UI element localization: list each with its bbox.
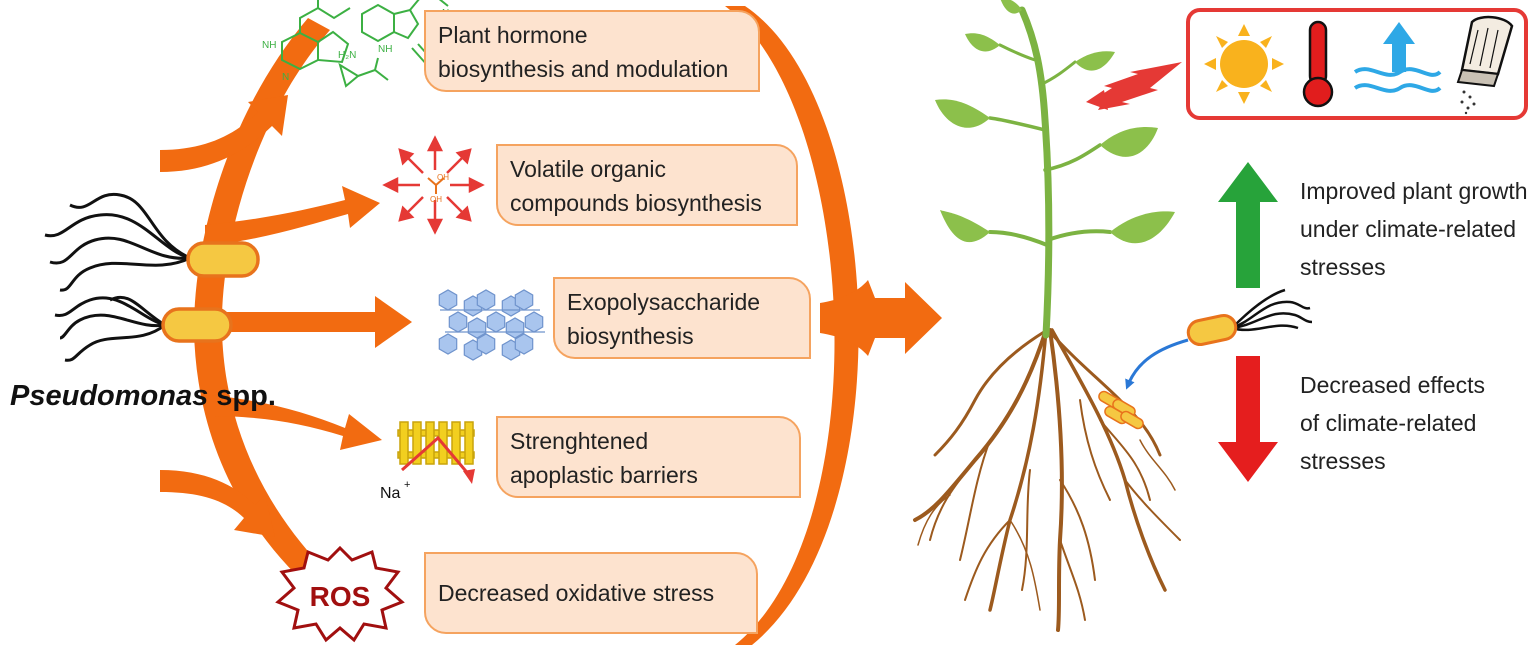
bacterium-3 — [1186, 288, 1313, 346]
eps-links — [440, 309, 545, 333]
outcome-decreased-line1: Decreased effects — [1300, 372, 1485, 398]
organism-suffix: spp. — [216, 380, 276, 412]
mechanism-barrier-line2: apoplastic barriers — [510, 462, 698, 488]
mechanism-hormone-line2: biosynthesis and modulation — [438, 56, 729, 82]
organism-genus: Pseudomonas — [10, 380, 209, 412]
mechanism-voc-line2: compounds biosynthesis — [510, 190, 762, 216]
sodium-charge: + — [404, 479, 410, 491]
ros-icon: ROS — [275, 545, 405, 643]
eps-hexagon — [476, 333, 496, 355]
eps-hexagon — [524, 311, 544, 333]
branch-arrow-5 — [160, 470, 275, 537]
eps-hexagon — [438, 289, 458, 311]
salt-shaker-icon — [1456, 15, 1514, 115]
eps-hexagon — [514, 289, 534, 311]
stress-lightning-arrow — [1086, 62, 1182, 110]
outcome-improved: Improved plant growth under climate-rela… — [1300, 172, 1528, 286]
mechanism-eps-line2: biosynthesis — [567, 323, 694, 349]
mechanism-barrier-line1: Strenghtened — [510, 428, 649, 454]
outcome-decreased: Decreased effects of climate-related str… — [1300, 366, 1485, 480]
outcome-improved-line3: stresses — [1300, 254, 1386, 280]
mechanism-hormone-line1: Plant hormone — [438, 22, 588, 48]
hormone-molecules-icon — [281, 0, 449, 88]
roots — [913, 328, 1181, 632]
thermometer-icon — [1302, 20, 1334, 108]
branch-stem — [194, 18, 330, 590]
bacterium-1-body — [186, 241, 260, 278]
voc-oh-top: OH — [437, 173, 449, 182]
organism-label: Pseudomonas spp. — [10, 380, 276, 413]
bacterium-2 — [54, 295, 233, 362]
outcome-decreased-line2: of climate-related — [1300, 410, 1477, 436]
sun-icon — [1204, 24, 1284, 104]
voc-oh-bottom: OH — [430, 195, 442, 204]
stress-panel — [1186, 8, 1528, 120]
mechanism-box-hormone: Plant hormone biosynthesis and modulatio… — [424, 10, 760, 92]
root-colonizing-bacteria — [1098, 390, 1144, 430]
eps-hexagon — [505, 317, 525, 339]
apoplastic-barrier-icon: Na + — [380, 421, 475, 502]
mechanism-ros-line1: Decreased oxidative stress — [438, 580, 715, 606]
mechanism-box-ros: Decreased oxidative stress — [424, 552, 758, 634]
convergence-arc — [725, 6, 942, 645]
volatile-compound-icon: OH OH — [382, 135, 485, 235]
sodium-label: Na — [380, 485, 401, 502]
bacterium-1 — [44, 192, 260, 292]
mechanism-voc-line1: Volatile organic — [510, 156, 666, 182]
hormone-n-label: N — [282, 72, 289, 83]
arc-arrow — [820, 280, 942, 356]
bacterium-2-body — [161, 307, 233, 343]
branch-arrow-2 — [205, 186, 380, 246]
hormone-nh-label: NH — [262, 40, 276, 51]
outcome-decreased-line3: stresses — [1300, 448, 1386, 474]
eps-hexagon — [438, 333, 458, 355]
branch-arrow-4 — [208, 395, 382, 450]
up-arrow-icon — [1218, 162, 1278, 288]
rising-water-icon — [1353, 22, 1442, 93]
eps-hexagon — [514, 333, 534, 355]
mechanism-box-barrier: Strenghtened apoplastic barriers — [496, 416, 801, 498]
arc-band — [725, 6, 859, 645]
bacterium-3-body — [1186, 314, 1238, 346]
outcome-improved-line1: Improved plant growth — [1300, 178, 1528, 204]
branch-arrow-1 — [160, 95, 288, 172]
colonization-arrow — [1125, 338, 1189, 390]
mechanism-box-voc: Volatile organic compounds biosynthesis — [496, 144, 798, 226]
branching-arrows — [160, 18, 412, 590]
acc-amine-label: H₂N — [338, 50, 356, 61]
mechanism-box-eps: Exopolysaccharide biosynthesis — [553, 277, 811, 359]
mechanism-eps-line1: Exopolysaccharide — [567, 289, 761, 315]
down-arrow-icon — [1218, 356, 1278, 482]
eps-hexagon — [448, 311, 468, 333]
eps-hexagon — [486, 311, 506, 333]
leaves — [935, 0, 1175, 244]
outcome-improved-line2: under climate-related — [1300, 216, 1517, 242]
eps-hexagon — [467, 317, 487, 339]
indole-nh-label: NH — [378, 44, 392, 55]
eps-hexagon — [476, 289, 496, 311]
ros-text: ROS — [310, 581, 371, 612]
branch-arrow-3 — [210, 296, 412, 348]
exopolysaccharide-icon — [438, 289, 545, 361]
stem — [988, 6, 1112, 339]
